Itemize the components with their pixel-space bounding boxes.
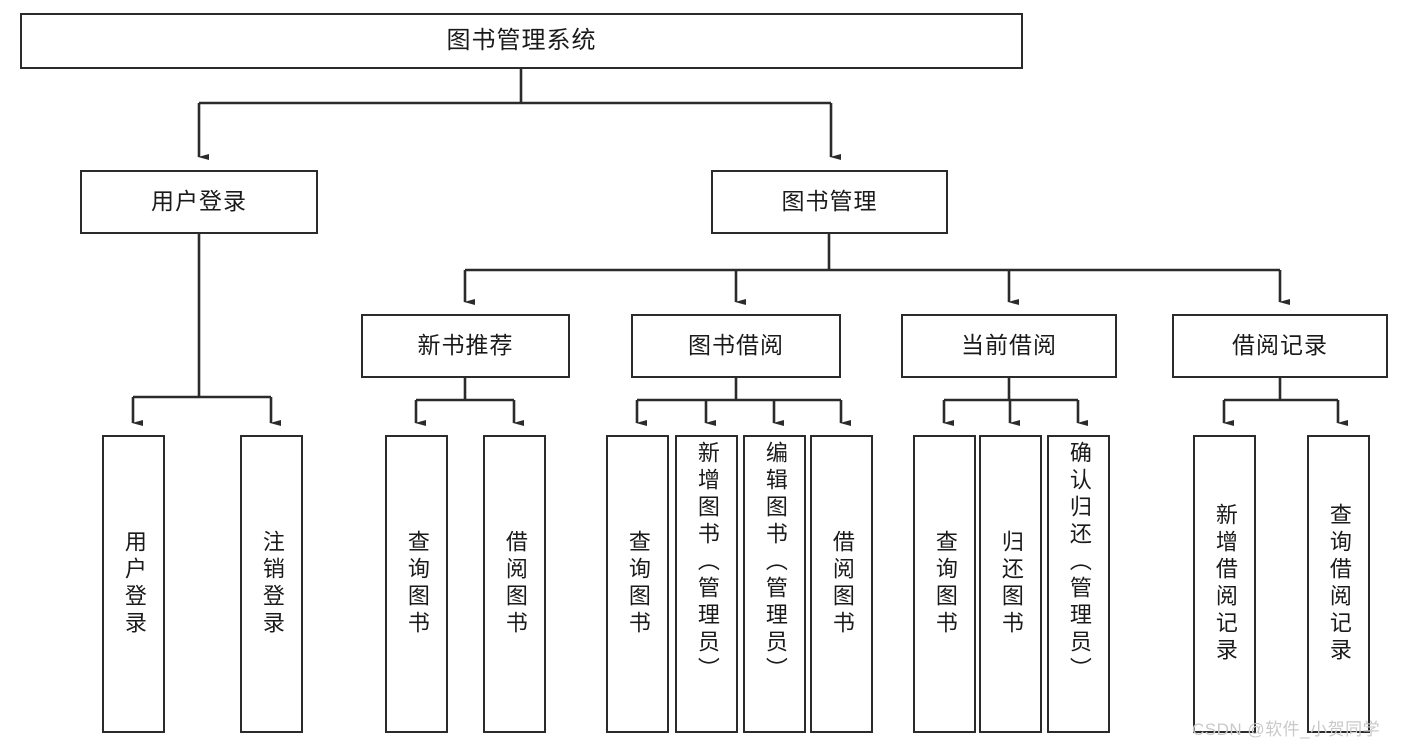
node-label: 注销登录 xyxy=(259,530,285,638)
leaf-borrow-add-book-admin[interactable]: 新增图书（管理员） xyxy=(675,435,738,733)
node-label: 用户登录 xyxy=(151,188,247,215)
leaf-recommend-query-book[interactable]: 查询图书 xyxy=(385,435,448,733)
node-label: 新增借阅记录 xyxy=(1212,503,1238,665)
node-user-login[interactable]: 用户登录 xyxy=(80,170,318,234)
node-label: 查询借阅记录 xyxy=(1326,503,1352,665)
leaf-current-query-book[interactable]: 查询图书 xyxy=(913,435,976,733)
leaf-record-query-record[interactable]: 查询借阅记录 xyxy=(1307,435,1370,733)
node-label: 当前借阅 xyxy=(961,332,1057,359)
csdn-watermark: CSDN @软件_小贺同学 xyxy=(1192,720,1381,739)
node-new-book-recommend[interactable]: 新书推荐 xyxy=(361,314,570,378)
node-label: 图书管理 xyxy=(781,188,878,215)
node-label: 新书推荐 xyxy=(417,332,514,359)
leaf-current-confirm-return-admin[interactable]: 确认归还（管理员） xyxy=(1047,435,1110,733)
leaf-user-logout[interactable]: 注销登录 xyxy=(240,435,303,733)
node-label: 归还图书 xyxy=(998,530,1024,638)
leaf-user-login[interactable]: 用户登录 xyxy=(102,435,165,733)
leaf-current-return-book[interactable]: 归还图书 xyxy=(979,435,1042,733)
node-label: 图书借阅 xyxy=(688,332,784,359)
node-book-management[interactable]: 图书管理 xyxy=(711,170,948,234)
node-book-borrow[interactable]: 图书借阅 xyxy=(631,314,841,378)
node-root-system[interactable]: 图书管理系统 xyxy=(20,13,1023,69)
node-label: 借阅图书 xyxy=(502,530,528,638)
node-label: 借阅记录 xyxy=(1232,332,1328,359)
node-borrow-record[interactable]: 借阅记录 xyxy=(1172,314,1388,378)
leaf-record-add-record[interactable]: 新增借阅记录 xyxy=(1193,435,1256,733)
node-label: 图书管理系统 xyxy=(446,26,597,54)
node-label: 编辑图书（管理员） xyxy=(762,441,788,684)
node-label: 查询图书 xyxy=(404,530,430,638)
node-label: 确认归还（管理员） xyxy=(1066,441,1092,684)
node-label: 查询图书 xyxy=(932,530,958,638)
leaf-borrow-edit-book-admin[interactable]: 编辑图书（管理员） xyxy=(743,435,806,733)
node-label: 借阅图书 xyxy=(829,530,855,638)
node-label: 新增图书（管理员） xyxy=(694,441,720,684)
leaf-recommend-borrow-book[interactable]: 借阅图书 xyxy=(483,435,546,733)
node-current-borrow[interactable]: 当前借阅 xyxy=(901,314,1117,378)
node-label: 查询图书 xyxy=(625,530,651,638)
leaf-borrow-query-book[interactable]: 查询图书 xyxy=(606,435,669,733)
node-label: 用户登录 xyxy=(121,530,147,638)
leaf-borrow-borrow-book[interactable]: 借阅图书 xyxy=(810,435,873,733)
